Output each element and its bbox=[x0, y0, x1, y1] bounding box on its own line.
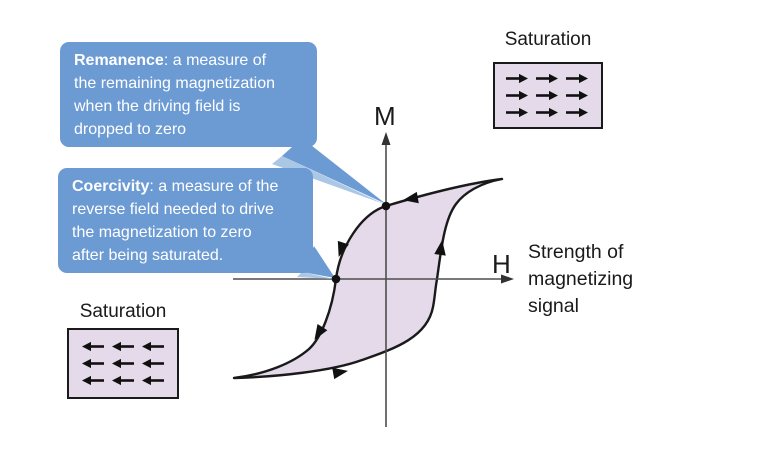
x-axis-caption: Strength of magnetizing signal bbox=[528, 241, 634, 317]
saturation-label-positive: Saturation bbox=[504, 29, 592, 50]
coercivity-line4: after being saturated. bbox=[72, 247, 224, 264]
magnetization-arrows-left-icon bbox=[80, 340, 166, 387]
coercivity-point bbox=[331, 274, 341, 284]
coercivity-line3: the magnetization to zero bbox=[72, 224, 252, 241]
y-axis-label: M bbox=[374, 101, 396, 131]
m-axis-arrowhead-icon bbox=[381, 132, 391, 145]
magnetization-arrows-right-icon bbox=[504, 72, 590, 119]
remanence-term: Remanence bbox=[74, 52, 164, 69]
remanence-line4: dropped to zero bbox=[74, 121, 187, 138]
coercivity-line1: : a measure of the bbox=[149, 178, 279, 195]
saturation-label-negative: Saturation bbox=[79, 301, 167, 322]
coercivity-term: Coercivity bbox=[72, 178, 150, 195]
remanence-callout: Remanence: a measure of the remaining ma… bbox=[60, 42, 317, 147]
remanence-line2: the remaining magnetization bbox=[74, 75, 276, 92]
remanence-line3: when the driving field is bbox=[74, 98, 241, 115]
remanence-point bbox=[381, 201, 391, 211]
remanence-line1: : a measure of bbox=[163, 52, 267, 69]
h-axis-arrowhead-icon bbox=[501, 274, 514, 284]
saturation-box-negative bbox=[67, 328, 179, 399]
coercivity-line2: reverse field needed to drive bbox=[72, 201, 274, 218]
saturation-box-positive bbox=[493, 62, 603, 129]
coercivity-callout: Coercivity: a measure of the reverse fie… bbox=[58, 168, 313, 273]
x-axis-label: H bbox=[492, 249, 511, 279]
